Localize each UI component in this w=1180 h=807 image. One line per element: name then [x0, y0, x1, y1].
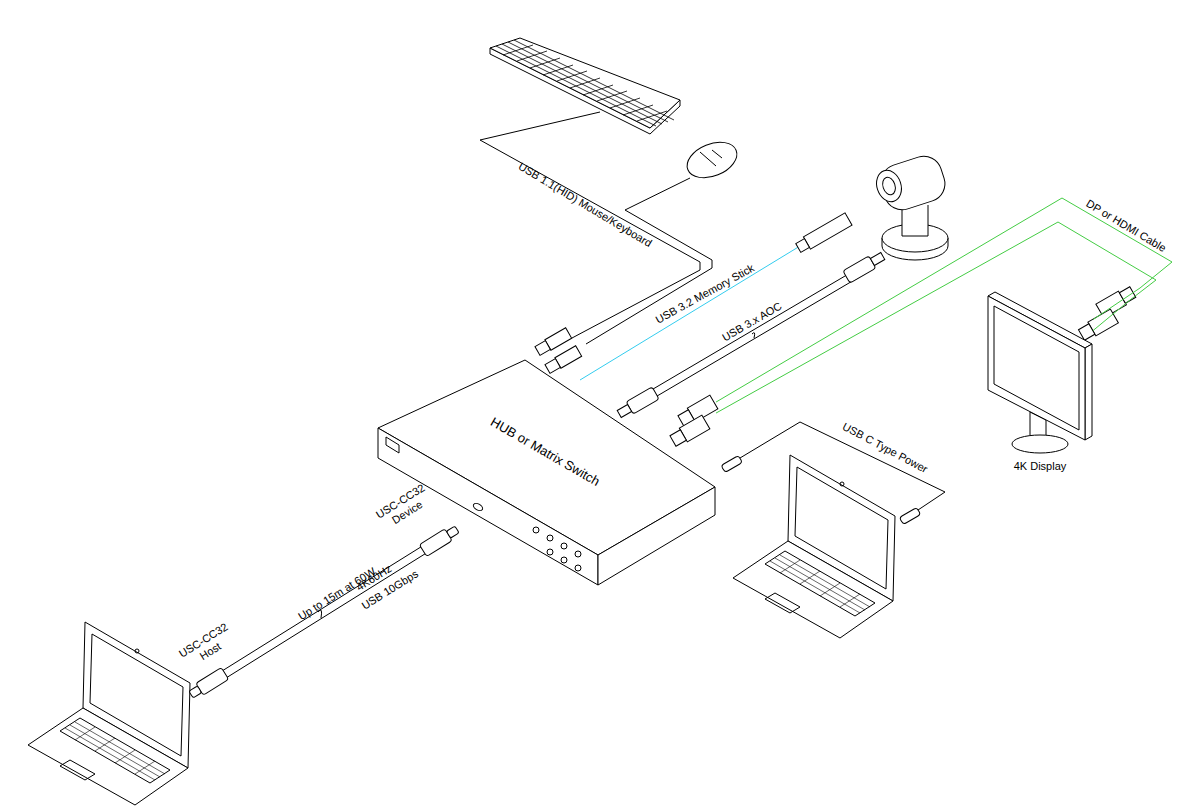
connector-label: USC-CC32 Host: [176, 620, 237, 672]
plug-tip: [617, 405, 631, 418]
node-text: 4K Display: [1014, 459, 1067, 473]
hub-button: [561, 557, 567, 563]
mouse-cable: [586, 178, 712, 344]
keyboard: [490, 38, 680, 134]
usb-a-plug: [544, 346, 581, 374]
video-plug: [1096, 285, 1137, 318]
keyboard-cable: [480, 112, 700, 338]
hub-button: [575, 551, 581, 557]
hub-button: [547, 535, 553, 541]
cable-label: DP or HDMI Cable: [1084, 197, 1169, 255]
display-bezel: [988, 296, 1085, 440]
mouse-buttons: [700, 150, 722, 166]
video-plug: [1077, 309, 1118, 342]
camera-lens-inner: [881, 176, 898, 197]
hub-port: [386, 437, 399, 453]
laptop-key-grid: [770, 555, 870, 613]
laptop-trackpad: [765, 593, 800, 613]
keyboard-top: [490, 38, 680, 128]
display-outline: [983, 290, 1093, 475]
usb-c-cable: [214, 540, 436, 683]
cable-label: USB 1.1(HID) Mouse/Keyboard: [516, 160, 654, 250]
hub-button: [547, 549, 553, 555]
laptop: [733, 455, 895, 638]
hub-side: [598, 487, 715, 585]
hub-button: [561, 543, 567, 549]
plug-tip: [870, 253, 884, 266]
cable-label: USB 3.2 Memory Stick: [653, 261, 756, 326]
cable-mark: [752, 333, 755, 338]
hub-button: [533, 527, 539, 533]
aoc-cable: [648, 266, 866, 399]
laptop: [28, 622, 190, 805]
memory-stick: [795, 213, 852, 254]
spec-label: Up to 15m at 60W: [296, 565, 378, 623]
laptop-keys: [765, 551, 875, 616]
usc-cc32-plug: [419, 523, 460, 556]
laptop-trackpad: [60, 760, 95, 780]
display-monitor: 4K Display: [983, 290, 1093, 475]
stick-body: [803, 213, 852, 249]
connector-label: USC-CC32 Device: [373, 481, 434, 533]
display-screen: [994, 306, 1079, 430]
plug-tip: [189, 686, 202, 698]
hub-button: [575, 565, 581, 571]
plug-body: [899, 508, 920, 525]
laptop-camera: [135, 649, 139, 653]
aoc-plug: [843, 250, 886, 283]
stick-tip: [796, 239, 810, 253]
laptop-base: [28, 708, 188, 805]
aoc-plug: [616, 387, 659, 420]
hub-led: [472, 502, 484, 512]
mouse: [682, 135, 742, 184]
cable-label: USB C Type Power: [840, 420, 930, 476]
cable-label: USB 3.x AOC: [720, 300, 784, 345]
cable-line: [716, 198, 1172, 402]
camera: [873, 152, 950, 260]
display-base: [1012, 435, 1068, 453]
usb-c-plug: [721, 456, 742, 473]
plug-tip: [545, 359, 560, 374]
laptop-camera: [840, 482, 844, 486]
camera-lens: [873, 167, 906, 205]
hub-outline: [378, 358, 716, 590]
laptop-key-grid: [65, 722, 165, 780]
usc-cc32-plug: [187, 667, 228, 700]
video-plug: [669, 415, 710, 448]
hub-box: HUB or Matrix Switch: [378, 358, 716, 590]
plug-body: [721, 456, 742, 473]
mouse-body: [682, 135, 742, 184]
laptop-keys: [60, 718, 170, 783]
plug-tip: [1119, 287, 1135, 303]
display-side: [1085, 344, 1092, 440]
keyboard-keys: [496, 40, 674, 126]
video-cable: [716, 198, 1172, 413]
memory-stick-link: [580, 246, 800, 380]
usb-c-plug: [899, 508, 920, 525]
cable-line: [716, 222, 1156, 413]
laptop-base: [733, 541, 893, 638]
plug-tip: [446, 526, 459, 538]
plug-tip: [535, 341, 550, 356]
plug-tip: [670, 430, 686, 446]
